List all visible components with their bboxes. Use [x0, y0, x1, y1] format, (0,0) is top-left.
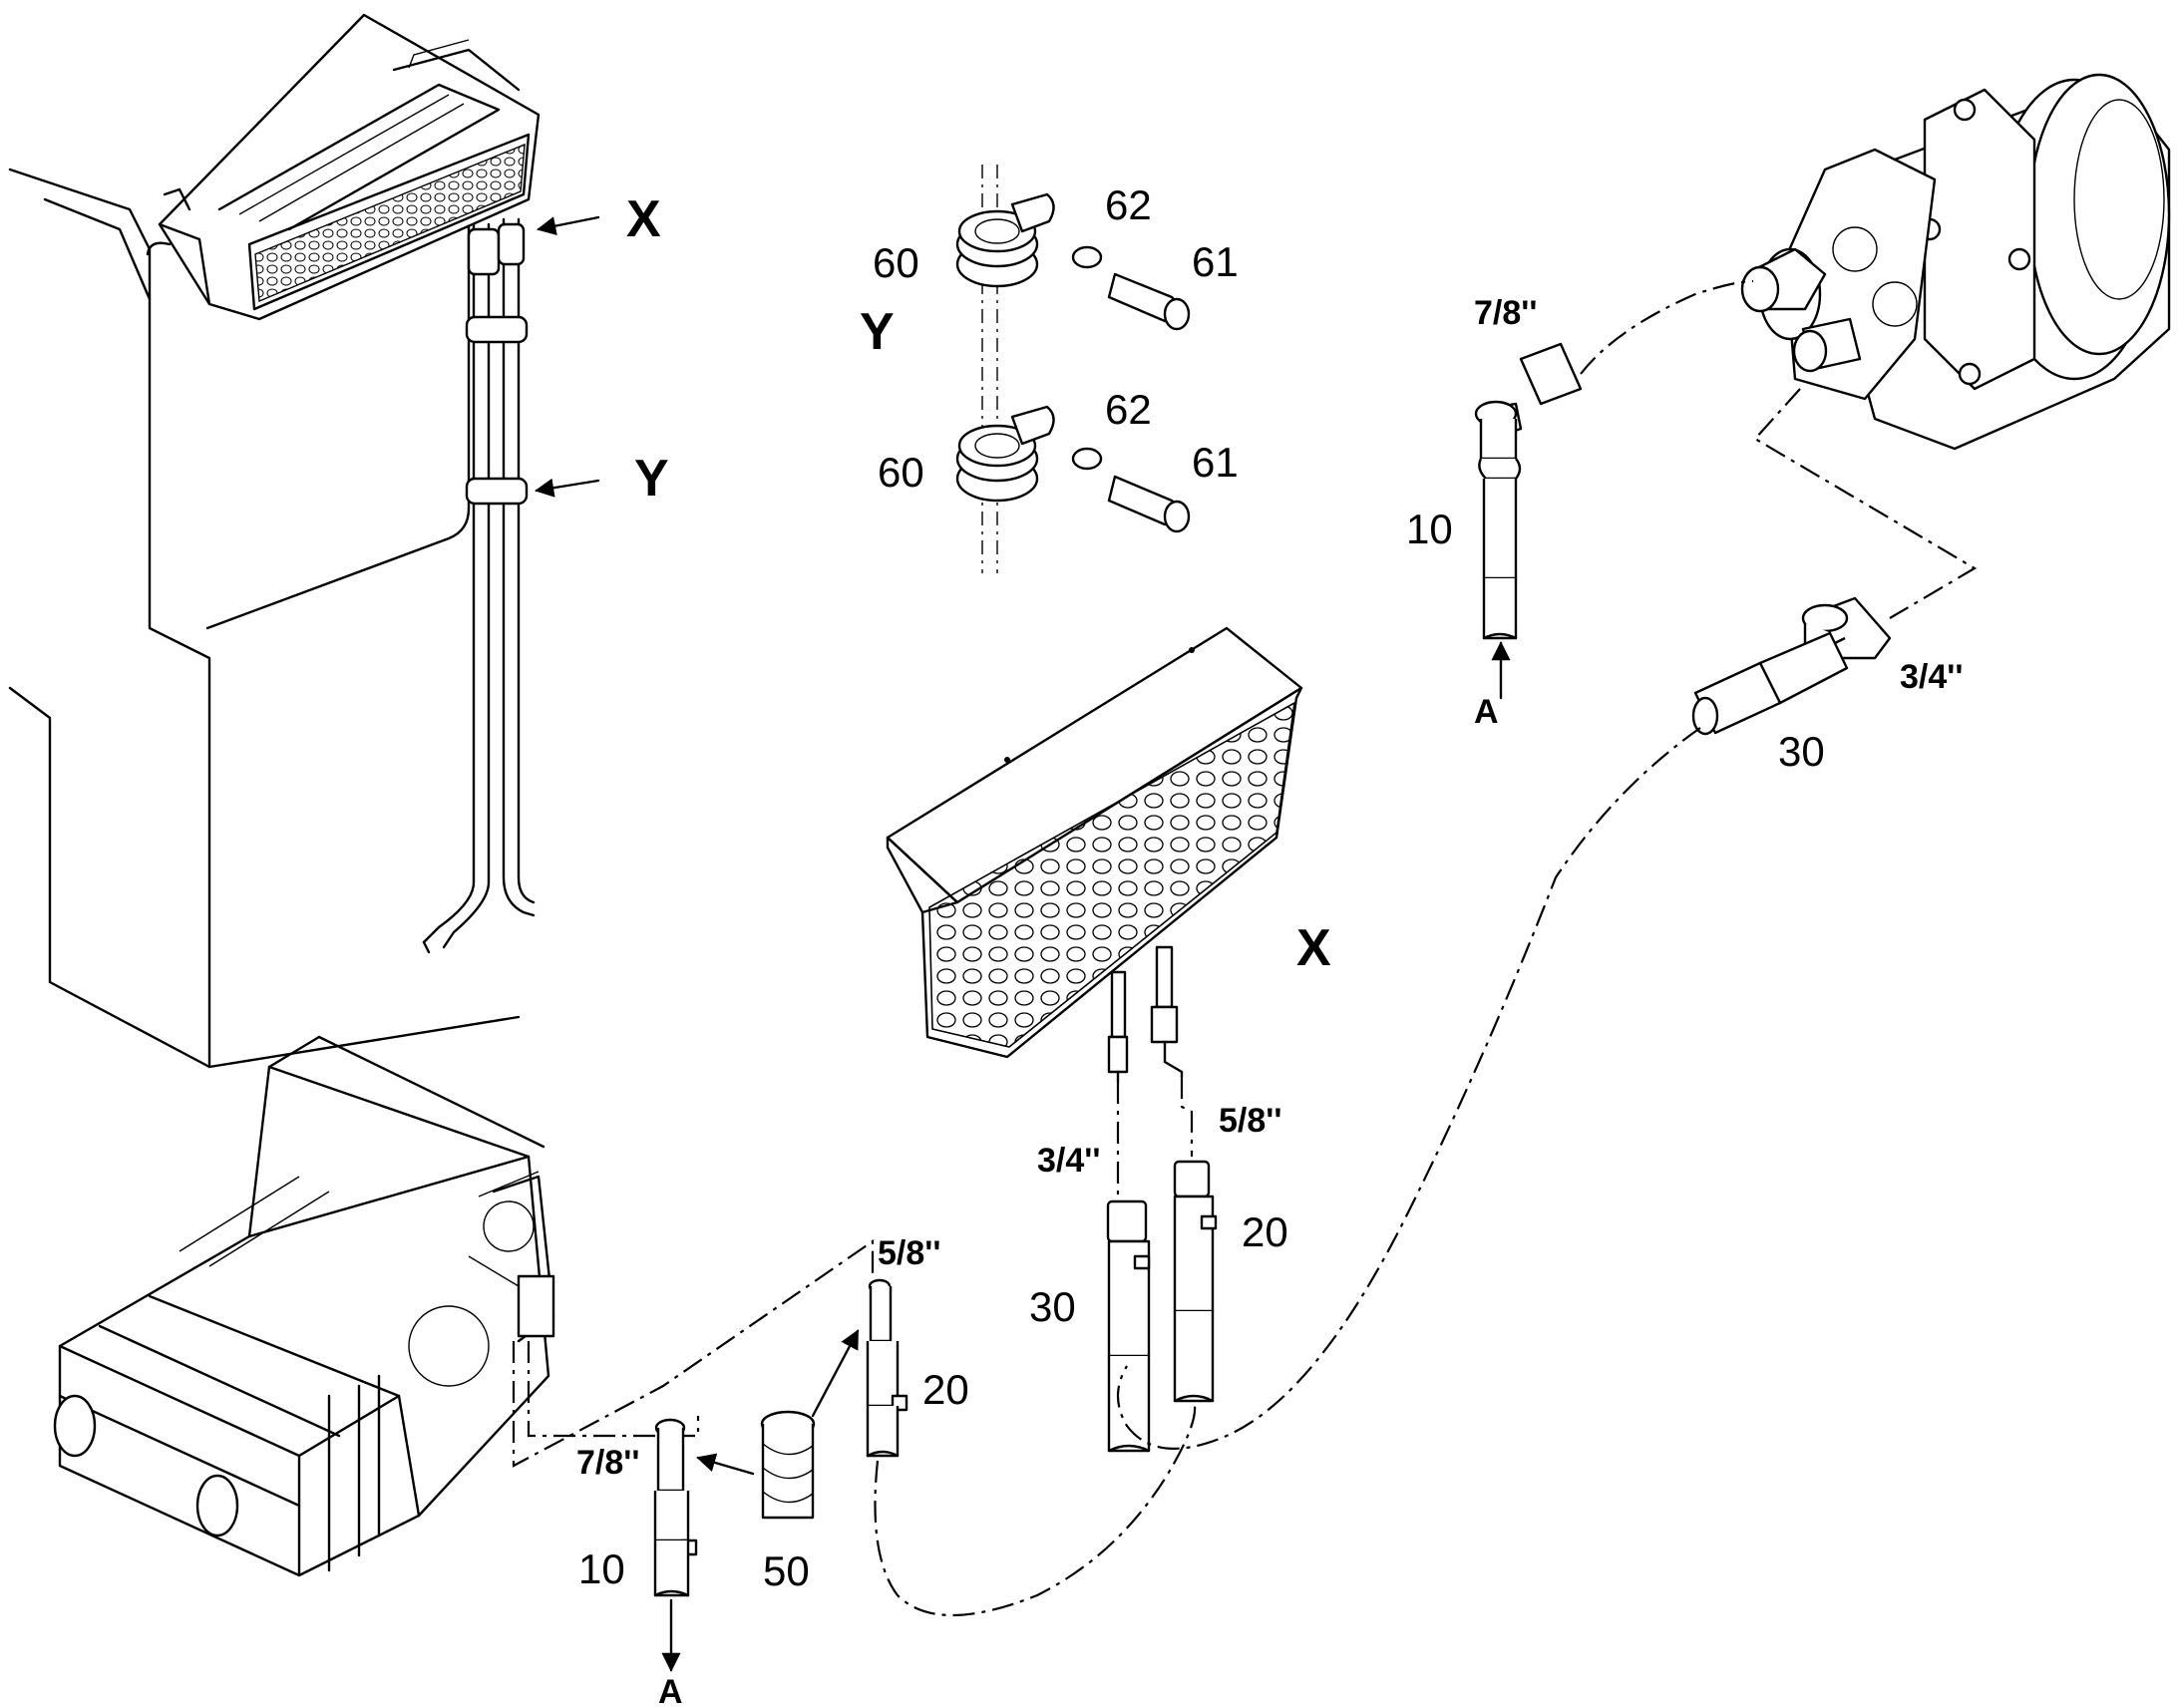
part-30-compressor: 30 — [1778, 728, 1825, 775]
detail-label-x-top: X — [626, 190, 661, 248]
route-floor-to-20 — [527, 1341, 700, 1438]
route-compressor-lower — [1753, 388, 1978, 619]
route-compressor-upper — [1580, 279, 1754, 375]
size-5-8-bottom: 5/8'' — [878, 1234, 940, 1272]
hose-30-compressor: 3/4'' 30 — [1691, 596, 1963, 775]
callout-x-top: X — [537, 190, 661, 248]
size-3-4-compressor: 3/4'' — [1900, 658, 1963, 696]
hose-10-bottom: A 7/8'' 10 — [576, 1418, 698, 1708]
hose-20-detail-x: 5/8'' 20 — [1173, 1102, 1288, 1403]
connector-a-top: A — [1474, 693, 1499, 731]
part-61-upper: 61 — [1192, 238, 1239, 285]
part-60-upper: 60 — [873, 239, 919, 286]
detail-label-y: Y — [860, 303, 895, 361]
route-floor-to-20-upper — [512, 1238, 875, 1468]
part-10-compressor: 10 — [1406, 506, 1453, 552]
compressor — [1740, 73, 2171, 451]
callout-y-top: Y — [535, 450, 669, 508]
roof-ac-unit — [158, 13, 541, 321]
size-5-8-detail-x: 5/8'' — [1219, 1102, 1281, 1140]
size-7-8-compressor: 7/8'' — [1474, 294, 1537, 332]
route-20-loop — [874, 1405, 1197, 1616]
hose-10-compressor: A 7/8'' 10 — [1406, 294, 1583, 731]
part-62-lower: 62 — [1105, 386, 1152, 433]
route-30-loop — [1117, 727, 1701, 1450]
hose-20-bottom: 5/8'' 20 — [866, 1234, 969, 1458]
part-10-bottom: 10 — [578, 1545, 625, 1592]
part-30-detail-x: 30 — [1029, 1283, 1076, 1330]
cab-outline — [8, 168, 521, 1069]
detail-x-unit: X — [886, 626, 1331, 1196]
part-61-lower: 61 — [1192, 439, 1239, 486]
detail-label-y-top: Y — [634, 450, 669, 508]
part-60-lower: 60 — [878, 449, 924, 496]
size-3-4-detail-x: 3/4'' — [1037, 1142, 1100, 1180]
cab-hose-pair — [422, 217, 536, 954]
size-7-8-bottom: 7/8'' — [576, 1444, 639, 1482]
detail-label-x: X — [1296, 919, 1331, 977]
floor-hvac-unit — [53, 1035, 555, 1577]
spring-guard-50: 50 — [696, 1329, 860, 1594]
part-20-detail-x: 20 — [1242, 1208, 1288, 1255]
part-20-bottom: 20 — [922, 1366, 969, 1413]
part-50: 50 — [763, 1547, 810, 1594]
detail-y-clamps: Y 60 60 62 62 61 61 — [860, 165, 1239, 573]
connector-a-bottom: A — [658, 1673, 683, 1708]
hose-30-detail-x: 3/4'' 30 — [1029, 1142, 1151, 1453]
part-62-upper: 62 — [1105, 181, 1152, 228]
